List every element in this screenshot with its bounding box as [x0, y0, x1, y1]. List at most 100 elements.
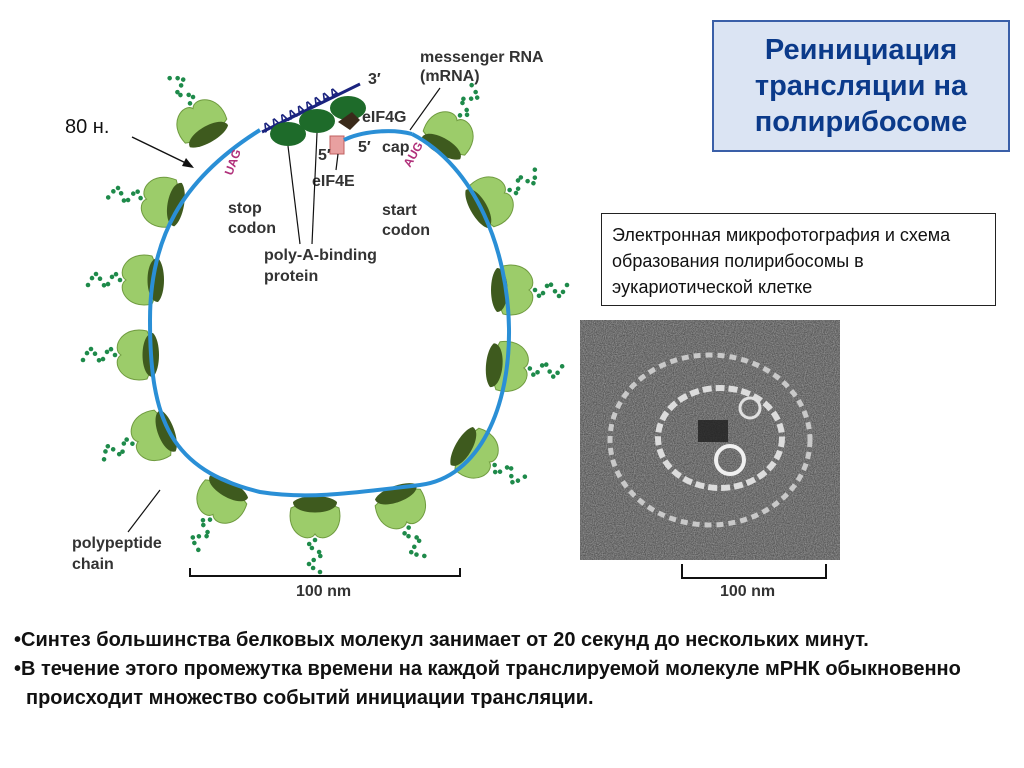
arrow-80n [131, 136, 193, 167]
polypeptide-residue [508, 466, 514, 471]
polypeptide-residue [515, 186, 521, 191]
polypeptide-residue [111, 189, 116, 194]
polypeptide-residue [531, 372, 536, 377]
polypeptide-residue [175, 75, 180, 81]
polypeptide-residue [535, 369, 540, 375]
scale-label-left: 100 nm [296, 583, 351, 600]
start-codon-line1: start [382, 202, 417, 219]
messenger-rna-label: messenger RNA [420, 49, 544, 66]
polypeptide-residue [540, 290, 546, 296]
polypeptide-residue [80, 357, 86, 363]
ribosome [190, 475, 249, 553]
polypeptide-residue [552, 289, 558, 294]
ribosome [485, 341, 565, 392]
scale-bar-right-group: 100 nm [681, 564, 827, 600]
polypeptide-residue [469, 82, 474, 88]
polypeptide-residue [527, 366, 533, 371]
polypeptide-residue [457, 113, 463, 118]
polypeptide-residue [118, 191, 124, 196]
polypeptide-residue [492, 469, 498, 475]
bullet-list: •Синтез большинства белковых молекул зан… [14, 626, 1014, 713]
polypeptide-residue [464, 107, 469, 113]
polypeptide-residue [556, 293, 562, 299]
pabp-label-line1: poly-A-binding [264, 247, 377, 264]
ribosome-group [80, 75, 570, 575]
ribosome [421, 82, 480, 160]
polypeptide-residue [204, 533, 209, 539]
polypeptide-residue [201, 522, 206, 528]
bullet-item: •В течение этого промежутка времени на к… [14, 658, 961, 709]
polypeptide-residue [187, 101, 193, 106]
eif4e-shape [329, 135, 345, 155]
polypeptide-residue [316, 549, 322, 555]
polypeptide-residue [406, 533, 411, 539]
ribosome [101, 409, 177, 462]
polyribosome-diagram: AAAAAAAAA UAG AUG 80 н. messenger RNA (m… [65, 49, 570, 600]
polypeptide-residue [518, 175, 524, 180]
label-80n: 80 н. [65, 116, 109, 138]
polypeptide-residue [192, 540, 197, 546]
ribosome [80, 329, 159, 381]
polypeptide-residue [461, 96, 466, 102]
polypeptide-residue [108, 346, 114, 352]
cap-label: cap [382, 139, 410, 156]
mrna-5prime-segment [343, 129, 413, 142]
polypeptide-residue [509, 473, 514, 479]
polypeptide-residue [408, 549, 414, 555]
ribosome [85, 254, 164, 306]
polypeptide-residue [130, 191, 136, 196]
polypeptide-residue [402, 531, 407, 536]
polypeptide-residue [522, 474, 528, 479]
scale-bar-left [189, 568, 461, 577]
polypeptide-residue [536, 293, 542, 299]
ribosome [450, 426, 528, 485]
polypeptide-residue [507, 187, 512, 193]
slide-title: Реинициация трансляции на полирибосоме [712, 20, 1010, 152]
polypeptide-residue [100, 356, 106, 362]
polypeptide-residue [190, 535, 196, 540]
polypeptide-residue [532, 167, 538, 172]
polypeptide-residue [135, 189, 140, 194]
polypeptide-residue [513, 190, 519, 196]
polypeptide-residue [309, 545, 315, 551]
polypeptide-residue [101, 457, 107, 462]
polypeptide-residue [196, 534, 202, 539]
polypeptide-residue [105, 443, 111, 449]
eif4g-label: eIF4G [362, 109, 406, 126]
polypeptide-residue [414, 535, 419, 540]
polypeptide-pointer [127, 489, 161, 533]
pabp-3 [330, 96, 366, 120]
polypeptide-residue [186, 92, 191, 98]
ribosome [167, 75, 229, 148]
polypeptide-residue [515, 178, 521, 183]
polypeptide-residue [306, 561, 312, 567]
polypeptide-residue [422, 553, 427, 559]
polypeptide-residue [103, 449, 108, 454]
polypeptide-residue [96, 358, 102, 363]
polypeptide-residue [532, 287, 538, 293]
polypeptide-residue [318, 553, 323, 559]
electron-micrograph [580, 320, 840, 560]
polypeptide-residue [312, 537, 318, 543]
polypeptide-residue [473, 89, 478, 95]
polypeptide-residue [559, 363, 565, 369]
polypeptide-residue [88, 346, 94, 352]
polypeptide-residue [310, 565, 316, 571]
polypeptide-residue [406, 525, 411, 530]
mrna-pointer [409, 87, 441, 131]
polypeptide-residue [543, 362, 549, 367]
polypeptide-residue [109, 274, 115, 280]
polypeptide-residue [89, 275, 95, 281]
polypeptide-residue [167, 75, 172, 81]
pabp-pointer-2 [311, 132, 318, 245]
polypeptide-residue [504, 465, 510, 470]
polypeptide-residue [113, 271, 119, 277]
polypeptide-residue [550, 374, 556, 379]
polypeptide-residue [190, 94, 196, 100]
polypeptide-residue [525, 178, 530, 184]
polypeptide-residue [555, 370, 560, 376]
polypeptide-residue [411, 544, 417, 550]
polypeptide-residue [492, 462, 497, 468]
pabp-label-line2: protein [264, 268, 318, 285]
polypeptide-residue [460, 100, 465, 106]
